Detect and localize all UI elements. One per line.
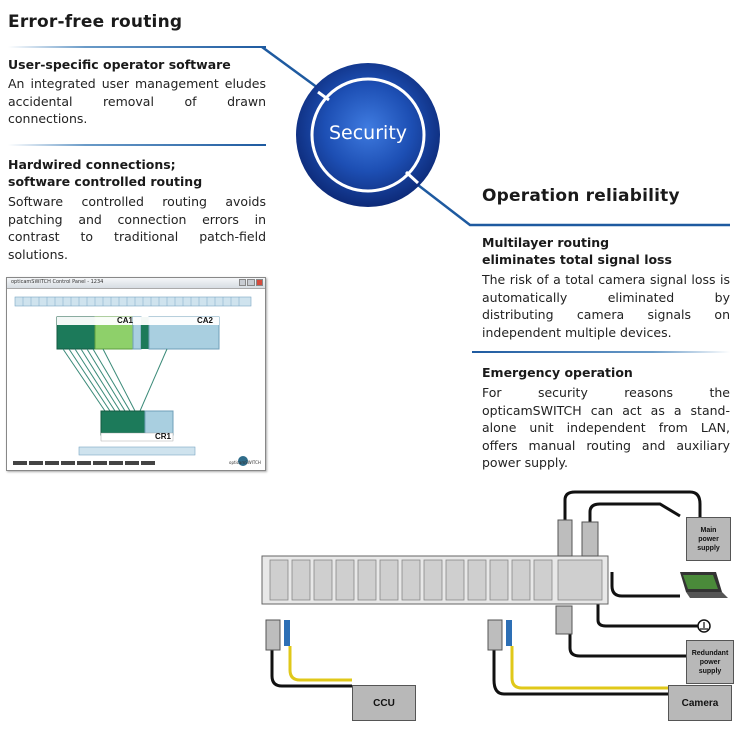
main-power-line3: supply xyxy=(697,544,720,552)
right-title: Operation reliability xyxy=(482,186,680,206)
redundant-power-line1: Redundant xyxy=(691,649,729,657)
software-window: opticamSWITCH Control Panel - 1234 xyxy=(6,277,266,471)
software-brand: opticamSWITCH xyxy=(229,460,261,465)
software-window-titlebar: opticamSWITCH Control Panel - 1234 xyxy=(7,278,265,289)
group-label-ca2: CA2 xyxy=(197,316,214,325)
section-text-multilayer: The risk of a total camera signal loss i… xyxy=(482,272,730,340)
redundant-power-line2: power xyxy=(699,658,721,666)
left-title: Error-free routing xyxy=(8,12,183,32)
section-heading-multilayer-line2: eliminates total signal loss xyxy=(482,252,672,267)
group-label-ca1: CA1 xyxy=(117,316,134,325)
system-diagram xyxy=(261,490,728,696)
routing-canvas xyxy=(13,296,252,466)
ccu-box: CCU xyxy=(352,685,416,721)
main-power-line1: Main xyxy=(700,526,717,534)
laptop-icon xyxy=(680,572,728,598)
main-power-line2: power xyxy=(698,535,719,543)
window-controls[interactable] xyxy=(239,279,263,286)
section-heading-operator-software: User-specific operator software xyxy=(8,57,231,72)
software-logo-icon xyxy=(238,456,248,466)
section-text-hardwired: Software controlled routing avoids patch… xyxy=(8,194,266,262)
security-badge-circle xyxy=(296,63,440,207)
security-badge-label: Security xyxy=(328,122,408,144)
section-heading-emergency: Emergency operation xyxy=(482,365,633,380)
badge-connector-lines xyxy=(261,45,730,227)
close-icon[interactable] xyxy=(255,279,263,286)
section-text-operator-software: An integrated user management eludes acc… xyxy=(8,76,266,126)
left-divider-1 xyxy=(8,46,266,48)
software-window-title: opticamSWITCH Control Panel - 1234 xyxy=(11,279,104,285)
redundant-power-supply-box: Redundant power supply xyxy=(686,640,734,684)
section-heading-hardwired-line1: Hardwired connections; xyxy=(8,157,176,172)
ground-icon xyxy=(697,619,711,633)
group-label-cr1: CR1 xyxy=(155,432,172,441)
main-power-supply-box: Main power supply xyxy=(686,517,731,561)
right-divider xyxy=(472,351,730,353)
left-divider-2 xyxy=(8,144,266,146)
redundant-power-line3: supply xyxy=(698,667,722,675)
section-heading-hardwired-line2: software controlled routing xyxy=(8,174,203,189)
section-heading-multilayer-line1: Multilayer routing xyxy=(482,235,610,250)
camera-box: Camera xyxy=(668,685,732,721)
section-text-emergency: For security reasons the opticamSWITCH c… xyxy=(482,385,730,470)
